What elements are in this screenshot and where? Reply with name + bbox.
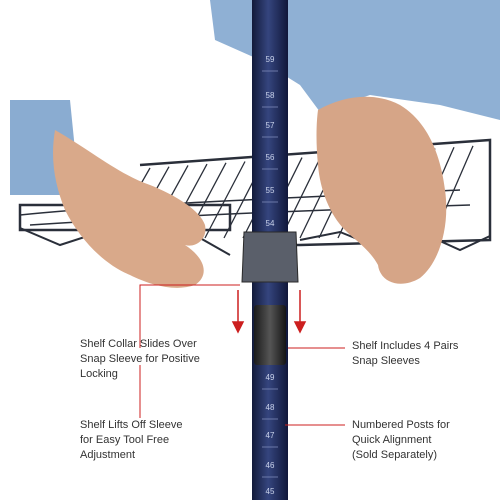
post-number: 57	[266, 121, 275, 130]
callout-collar-slides: Shelf Collar Slides Over Snap Sleeve for…	[80, 338, 200, 380]
shelf-collar	[241, 231, 299, 283]
callout-lifts-off: Shelf Lifts Off Sleeve for Easy Tool Fre…	[80, 419, 183, 461]
callout-numbered-posts: Numbered Posts for Quick Alignment (Sold…	[352, 419, 450, 461]
post-number: 49	[266, 373, 275, 382]
post-number: 47	[266, 431, 275, 440]
right-hand	[316, 96, 447, 284]
post-number: 54	[266, 219, 275, 228]
post-numbers: 59 58 57 56 55 54 49 48 47 46 45	[262, 55, 278, 496]
snap-sleeve	[254, 305, 286, 365]
left-hand	[53, 130, 206, 288]
down-arrow-left	[231, 290, 245, 334]
shelf-wire	[204, 161, 246, 239]
post-number: 55	[266, 186, 275, 195]
callout-four-pairs: Shelf Includes 4 Pairs Snap Sleeves	[352, 340, 459, 367]
callout-leader-lines	[139, 284, 345, 426]
post-number: 45	[266, 487, 275, 496]
post-number: 56	[266, 153, 275, 162]
post-number: 59	[266, 55, 275, 64]
down-arrow-right	[293, 290, 307, 334]
post-number: 48	[266, 403, 275, 412]
post-number: 58	[266, 91, 275, 100]
post-number: 46	[266, 461, 275, 470]
